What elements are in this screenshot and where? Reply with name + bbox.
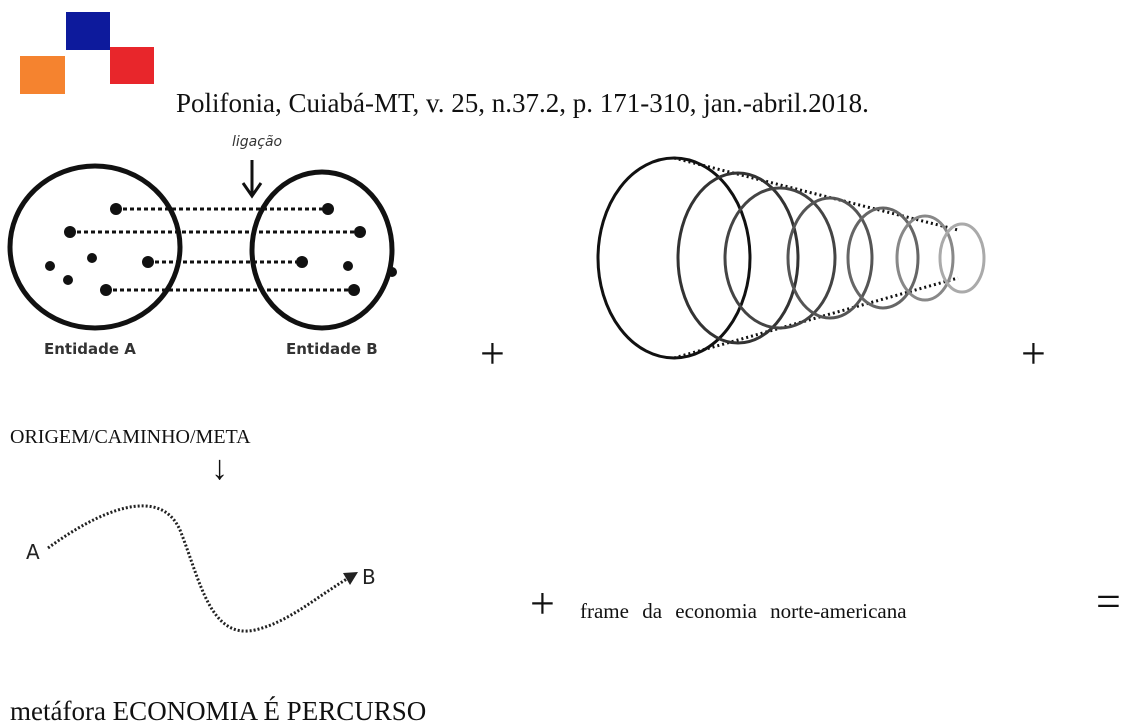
- entity-a-label: Entidade A: [44, 340, 136, 358]
- frame-text: frame da economia norte-americana: [580, 599, 907, 623]
- path-schema-label: ORIGEM/CAMINHO/META: [10, 426, 251, 448]
- link-arrow-label: ligação: [232, 134, 283, 150]
- entity-b-circle: [249, 169, 395, 331]
- entity-b-label: Entidade B: [286, 340, 378, 358]
- journal-logo: [20, 12, 155, 96]
- plus-operator-2: +: [1021, 329, 1046, 378]
- logo-blue-square: [66, 12, 110, 50]
- down-arrow-icon: ↓: [211, 450, 228, 487]
- conclusion-text: metáfora ECONOMIA É PERCURSO: [10, 696, 427, 726]
- equals-operator: =: [1096, 577, 1121, 626]
- path-point-a: A: [26, 540, 40, 564]
- logo-orange-square: [20, 56, 65, 94]
- plus-operator-3: +: [530, 579, 555, 628]
- link-diagram: [7, 160, 397, 331]
- scale-cone-diagram: [596, 156, 986, 360]
- logo-red-square: [110, 47, 154, 84]
- entity-a-circle: [7, 163, 183, 331]
- path-point-b: B: [362, 565, 376, 589]
- journal-citation: Polifonia, Cuiabá-MT, v. 25, n.37.2, p. …: [176, 88, 869, 118]
- path-curve-diagram: [47, 504, 358, 633]
- plus-operator-1: +: [480, 329, 505, 378]
